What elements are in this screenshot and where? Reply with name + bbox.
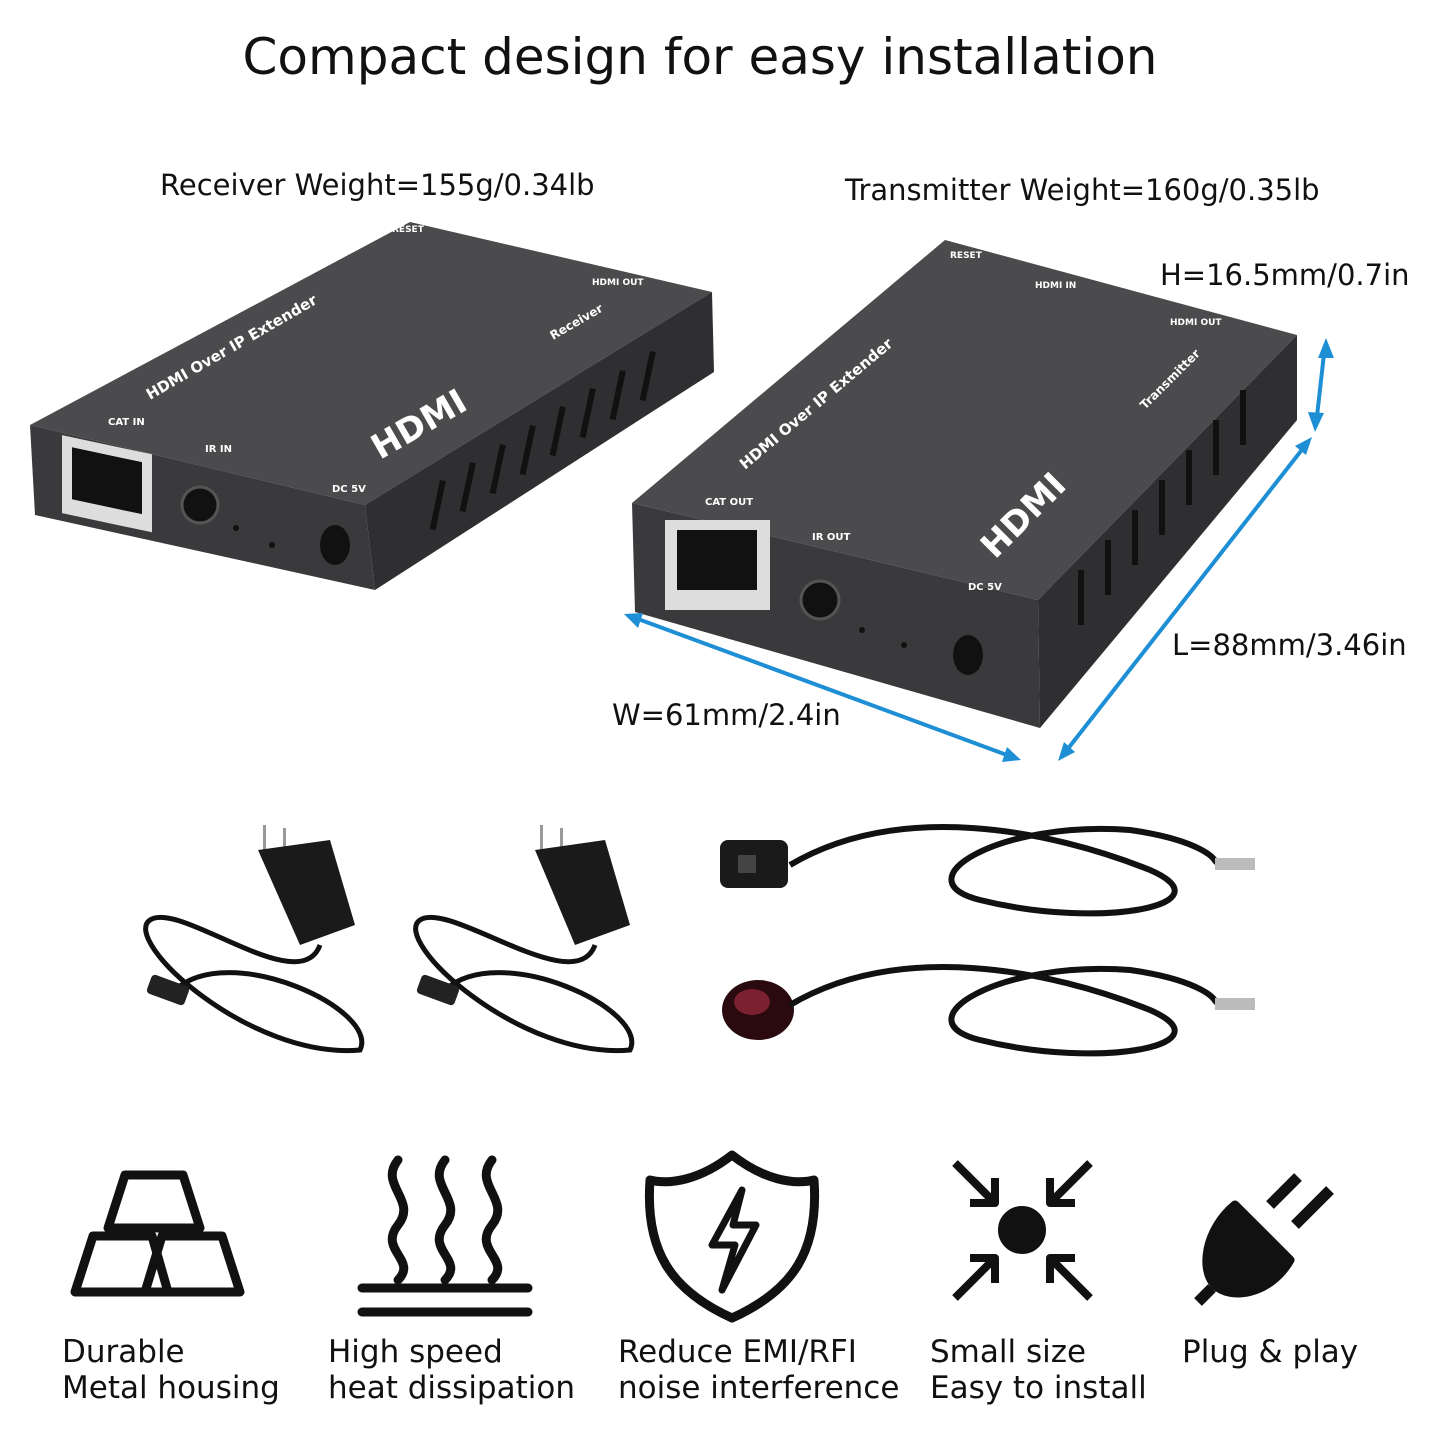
- receiver-weight: Receiver Weight=155g/0.34lb: [160, 168, 595, 202]
- shield-lightning-icon: [644, 1150, 820, 1323]
- receiver-device: HDMI Over IP Extender HDMI Receiver CAT …: [30, 222, 714, 590]
- feature-line: Reduce EMI/RFI: [618, 1334, 857, 1370]
- power-adapter-2: [413, 825, 635, 1054]
- receiver-port-cat-in: CAT IN: [108, 417, 145, 428]
- transmitter-port-hdmi-in: HDMI IN: [1035, 281, 1076, 291]
- dimension-arrows: [624, 338, 1334, 762]
- feature-line: Metal housing: [62, 1370, 280, 1406]
- receiver-port-hdmi-out: HDMI OUT: [592, 278, 644, 288]
- heat-waves-icon: [357, 1155, 533, 1317]
- feature-line: High speed: [328, 1334, 503, 1370]
- transmitter-port-hdmi-out: HDMI OUT: [1170, 318, 1222, 328]
- transmitter-weight: Transmitter Weight=160g/0.35lb: [845, 173, 1320, 207]
- feature-line: Small size: [930, 1334, 1087, 1370]
- transmitter-port-ir-out: IR OUT: [812, 532, 851, 543]
- ir-receiver-cable: [722, 964, 1255, 1057]
- feature-line: Durable: [62, 1334, 185, 1370]
- feature-plug: Plug & play: [1182, 1334, 1358, 1370]
- width-label: W=61mm/2.4in: [612, 698, 841, 732]
- feature-line: noise interference: [618, 1370, 900, 1406]
- power-adapters: [143, 825, 635, 1054]
- receiver-port-reset: RESET: [392, 225, 425, 235]
- length-arrow: [1061, 440, 1310, 757]
- gold-bars-icon: [70, 1170, 245, 1297]
- ir-blaster-cable: [720, 824, 1255, 917]
- ir-cables: [720, 824, 1255, 1057]
- length-label: L=88mm/3.46in: [1172, 628, 1407, 662]
- compress-arrows-icon: [952, 1160, 1093, 1301]
- feature-line: Plug & play: [1182, 1334, 1359, 1370]
- width-arrow: [629, 614, 1016, 760]
- height-arrow: [1314, 344, 1327, 426]
- receiver-port-ir-in: IR IN: [205, 444, 232, 455]
- height-label: H=16.5mm/0.7in: [1160, 258, 1410, 292]
- transmitter-device: HDMI Over IP Extender HDMI Transmitter C…: [632, 240, 1297, 728]
- feature-line: Easy to install: [930, 1370, 1147, 1406]
- transmitter-port-cat-out: CAT OUT: [705, 497, 753, 508]
- page-title: Compact design for easy installation: [242, 28, 1158, 86]
- power-adapter-1: [143, 825, 365, 1054]
- receiver-port-dc: DC 5V: [332, 484, 366, 495]
- transmitter-port-dc: DC 5V: [968, 582, 1002, 593]
- plug-icon: [1194, 1173, 1334, 1306]
- feature-line: heat dissipation: [328, 1370, 575, 1406]
- transmitter-port-reset: RESET: [950, 251, 983, 261]
